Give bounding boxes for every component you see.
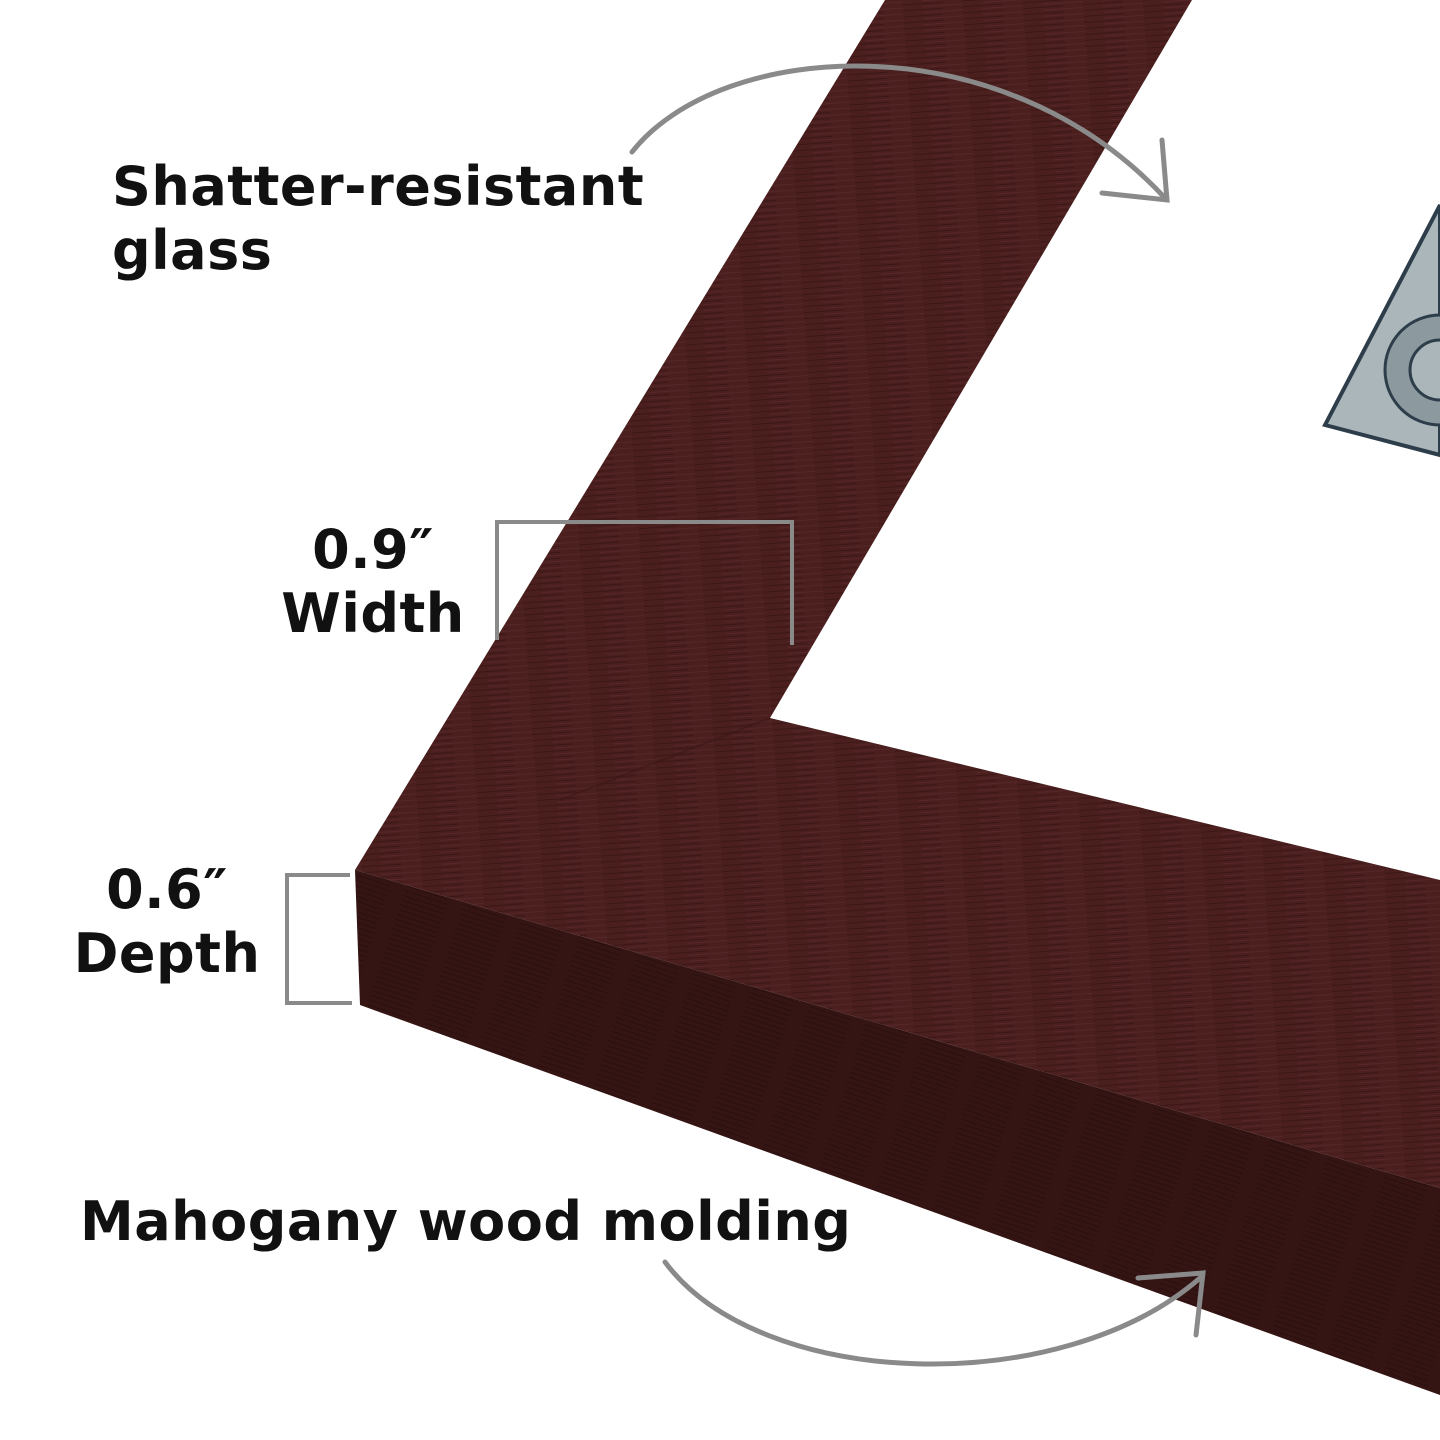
width-label: 0.9″ Width (268, 518, 478, 646)
width-bracket (495, 520, 794, 645)
depth-value: 0.6″ (106, 858, 228, 921)
miter-joint (559, 717, 771, 801)
frame-side (355, 870, 1440, 1395)
glass-label: Shatter-resistant glass (112, 155, 644, 283)
width-value: 0.9″ (312, 518, 434, 581)
depth-bracket (285, 873, 352, 1005)
molding-label: Mahogany wood molding (80, 1190, 852, 1253)
depth-text: Depth (73, 922, 261, 985)
width-text: Width (281, 582, 465, 645)
molding-arrow-icon (662, 1259, 1206, 1367)
artwork-mandala-inner (1408, 338, 1440, 402)
glass-label-line2: glass (112, 219, 273, 282)
glass-label-line1: Shatter-resistant (112, 155, 645, 218)
glass-arrow-icon (629, 63, 1170, 203)
frame-face (355, 0, 1440, 1188)
depth-label: 0.6″ Depth (62, 858, 272, 986)
